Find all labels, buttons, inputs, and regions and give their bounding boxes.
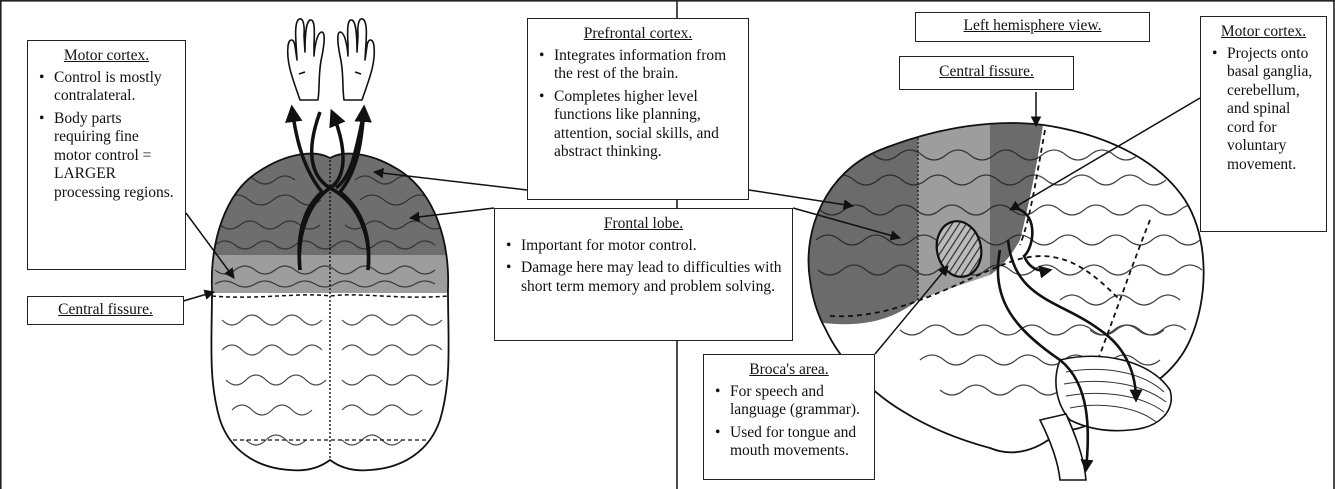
frontal-lobe-bullet-2: Damage here may lead to difficulties wit…: [521, 259, 786, 296]
motor-cortex-left-box: Motor cortex. Control is mostly contrala…: [27, 40, 186, 270]
top-view-brain: [200, 108, 460, 480]
broca-area-bullet-2: Used for tongue and mouth movements.: [730, 424, 868, 461]
prefrontal-cortex-box: Prefrontal cortex. Integrates informatio…: [527, 18, 749, 200]
motor-cortex-left-bullet-2: Body parts requiring fine motor control …: [54, 110, 179, 203]
broca-area-title: Broca's area.: [710, 361, 868, 380]
frontal-lobe-box: Frontal lobe. Important for motor contro…: [494, 208, 793, 341]
motor-cortex-left-title: Motor cortex.: [34, 47, 179, 66]
motor-cortex-left-bullet-1: Control is mostly contralateral.: [54, 69, 179, 106]
prefrontal-cortex-title: Prefrontal cortex.: [534, 25, 742, 44]
broca-area-box: Broca's area. For speech and language (g…: [703, 354, 875, 480]
frontal-lobe-bullet-1: Important for motor control.: [521, 237, 786, 256]
motor-cortex-right-bullet-1: Projects onto basal ganglia, cerebellum,…: [1227, 45, 1320, 175]
motor-cortex-right-title: Motor cortex.: [1207, 23, 1320, 42]
central-fissure-right-label: Central fissure.: [899, 56, 1074, 90]
prefrontal-cortex-bullet-2: Completes higher level functions like pl…: [554, 88, 742, 162]
frontal-lobe-title: Frontal lobe.: [501, 215, 786, 234]
motor-cortex-right-box: Motor cortex. Projects onto basal gangli…: [1200, 16, 1327, 232]
central-fissure-left-label: Central fissure.: [27, 296, 184, 325]
left-hemisphere-view-label: Left hemisphere view.: [915, 12, 1150, 42]
prefrontal-cortex-bullet-1: Integrates information from the rest of …: [554, 47, 742, 84]
broca-area-bullet-1: For speech and language (grammar).: [730, 383, 868, 420]
hands-icon: [288, 19, 375, 100]
